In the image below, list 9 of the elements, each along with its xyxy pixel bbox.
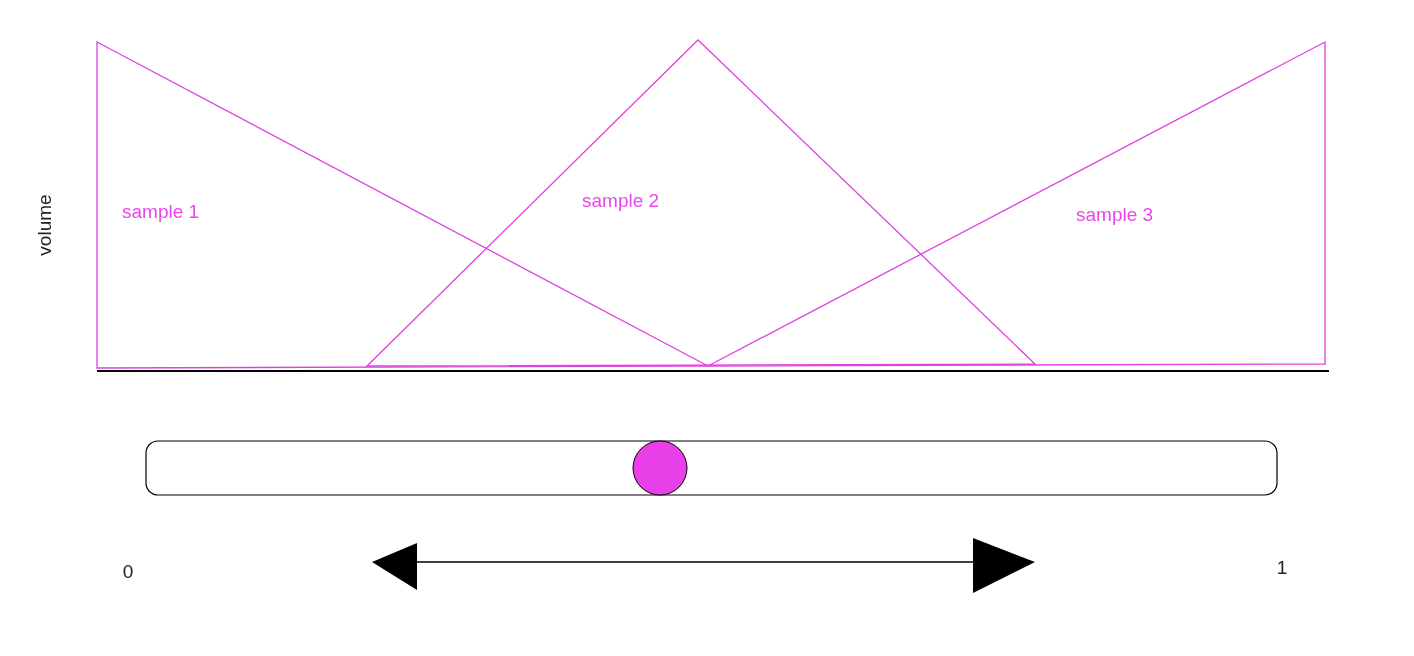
axis-label: volume: [34, 194, 56, 256]
region-label: sample 1: [122, 201, 200, 223]
region-label: sample 2: [582, 190, 660, 212]
triangle-region: [708, 42, 1325, 366]
triangle-region: [97, 42, 708, 368]
scale-label: 0: [122, 561, 134, 583]
triangle-region: [367, 40, 1035, 366]
region-label: sample 3: [1076, 204, 1154, 226]
scale-label: 1: [1276, 557, 1288, 579]
